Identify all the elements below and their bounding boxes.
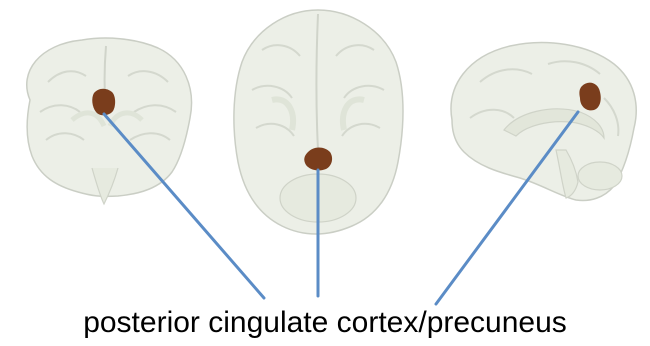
sagittal-cerebellum: [578, 162, 622, 190]
region-caption: posterior cingulate cortex/precuneus: [0, 300, 650, 346]
sagittal-brain-view: [451, 43, 636, 201]
sagittal-highlight-region: [579, 83, 600, 111]
coronal-highlight-region: [92, 89, 115, 116]
